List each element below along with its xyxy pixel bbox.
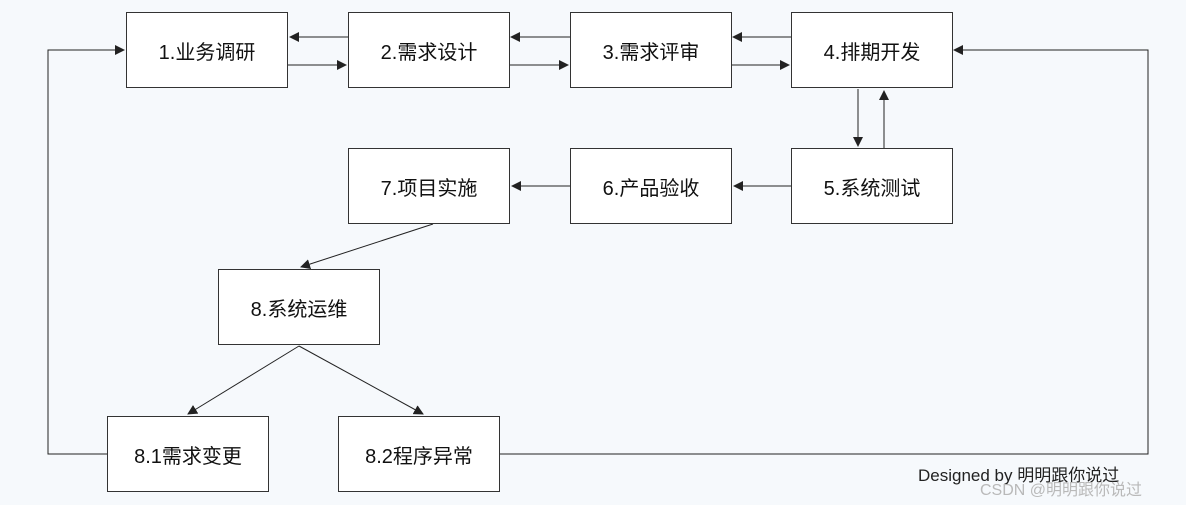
designer-credit: Designed by 明明跟你说过 [918,466,1120,485]
node-requirement-change: 8.1需求变更 [107,416,269,492]
node-program-exception: 8.2程序异常 [338,416,500,492]
node-business-research: 1.业务调研 [126,12,288,88]
edge-n8-n82 [298,345,424,415]
node-requirement-design: 2.需求设计 [348,12,510,88]
node-product-acceptance: 6.产品验收 [570,148,732,224]
edge-n7-n8 [300,223,434,269]
node-system-operation: 8.系统运维 [218,269,380,345]
node-requirement-review: 3.需求评审 [570,12,732,88]
edge-n81-n1 [47,45,125,455]
node-schedule-development: 4.排期开发 [791,12,953,88]
node-project-implementation: 7.项目实施 [348,148,510,224]
edge-n82-n4 [499,45,1149,455]
edge-n8-n81 [187,345,300,415]
node-system-testing: 5.系统测试 [791,148,953,224]
csdn-watermark: CSDN @明明跟你说过 [980,482,1143,499]
